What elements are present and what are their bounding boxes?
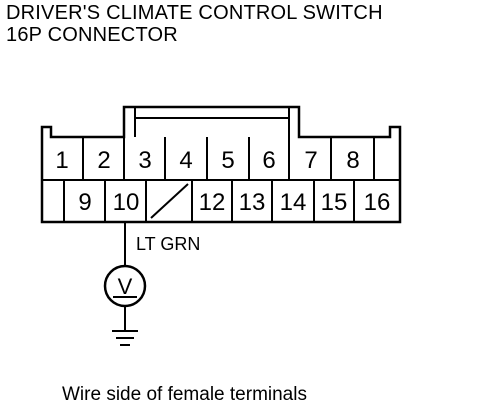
locking-tab [134, 107, 290, 137]
connector-housing [40, 105, 402, 224]
ground-icon [112, 330, 138, 346]
pin-9: 9 [78, 189, 91, 216]
pin-5: 5 [221, 147, 234, 174]
unused-terminal-slash [150, 183, 189, 219]
pin-2: 2 [97, 147, 110, 174]
bottom-row-pins: 9 10 12 13 14 15 16 [78, 189, 390, 216]
pin-10: 10 [113, 189, 140, 216]
diagram-caption: Wire side of female terminals [62, 384, 307, 405]
pin-3: 3 [138, 147, 151, 174]
voltmeter-symbol: V [118, 274, 133, 299]
voltmeter-icon: V [103, 264, 147, 308]
diagram-title: DRIVER'S CLIMATE CONTROL SWITCH 16P CONN… [6, 2, 383, 46]
pin-12: 12 [199, 189, 226, 216]
pin-4: 4 [179, 147, 192, 174]
bottom-row-dividers [63, 180, 355, 222]
pin-1: 1 [55, 147, 68, 174]
pin-7: 7 [304, 147, 317, 174]
pin-8: 8 [346, 147, 359, 174]
pin-13: 13 [239, 189, 266, 216]
pin-6: 6 [262, 147, 275, 174]
title-line-1: DRIVER'S CLIMATE CONTROL SWITCH [6, 2, 383, 24]
top-row-pins: 1 2 3 4 5 6 7 8 [55, 147, 359, 174]
pin-15: 15 [321, 189, 348, 216]
wire-color-label: LT GRN [136, 234, 200, 254]
pin-16: 16 [364, 189, 391, 216]
pin-14: 14 [280, 189, 307, 216]
top-row-dividers [82, 137, 375, 180]
title-line-2: 16P CONNECTOR [6, 24, 178, 46]
